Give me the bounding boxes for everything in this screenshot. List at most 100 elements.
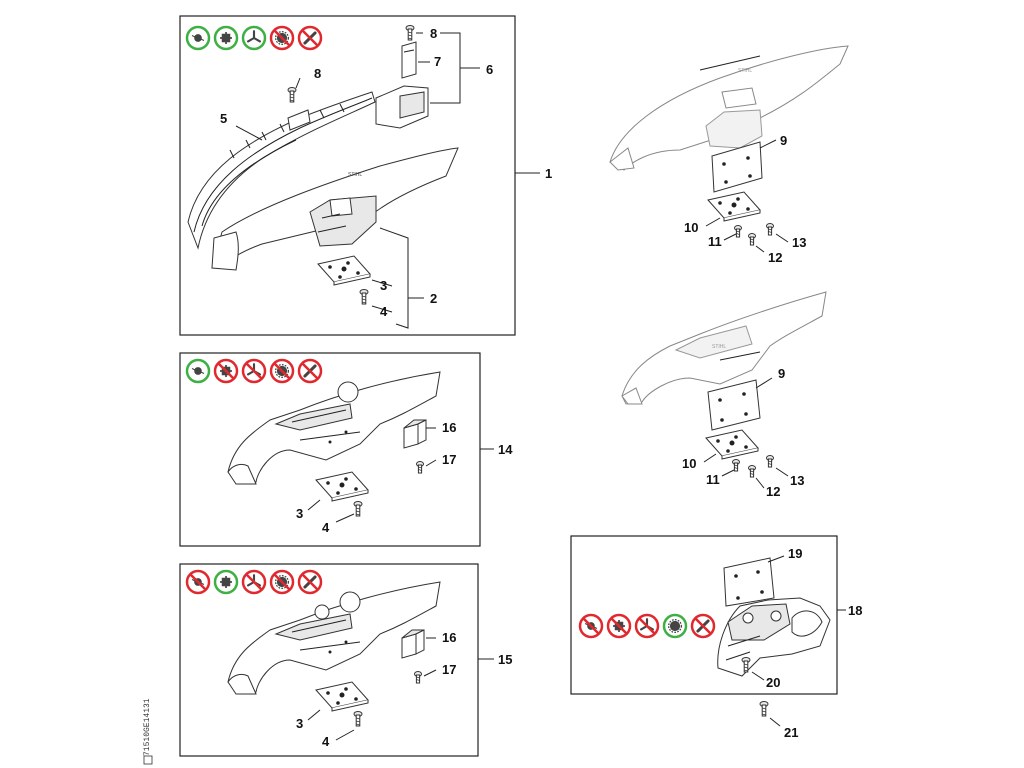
callout-10-upper: 10 — [684, 220, 698, 235]
three-tooth-blade-icon — [241, 358, 267, 384]
metal-blade-icon — [213, 569, 239, 595]
callout-16-box15: 16 — [442, 630, 456, 645]
ghost-guard-upper: STIHL — [609, 45, 849, 171]
metal-blade-icon — [213, 25, 239, 51]
callout-13-lower: 13 — [790, 473, 804, 488]
tool-icon-row-1 — [185, 25, 323, 51]
part-16-bracket-box14 — [403, 419, 427, 449]
mowing-head-icon — [185, 358, 211, 384]
tool-icon-row-15 — [185, 569, 323, 595]
mowing-head-icon — [185, 25, 211, 51]
drawing-code: 71510GE14131 — [143, 698, 152, 756]
mowing-head-icon — [185, 569, 211, 595]
drawing-code-box — [143, 755, 153, 765]
leader-lines-box-15 — [307, 637, 494, 741]
mowing-head-icon — [578, 613, 604, 639]
callout-5: 5 — [220, 111, 227, 126]
tool-icon-row-14 — [185, 358, 323, 384]
callout-8-left: 8 — [314, 66, 321, 81]
part-8-screw-left — [287, 87, 297, 103]
callout-3-box14: 3 — [296, 506, 303, 521]
part-3-plate-box1 — [317, 255, 371, 286]
part-6-bracket — [375, 85, 429, 129]
callout-3-box1: 3 — [380, 278, 387, 293]
callout-12-upper: 12 — [768, 250, 782, 265]
svg-text:STIHL: STIHL — [348, 172, 362, 178]
part-21-screw — [759, 701, 769, 717]
callout-16-box14: 16 — [442, 420, 456, 435]
part-14-guard — [227, 371, 441, 485]
part-4-screw-box14 — [353, 501, 363, 517]
callout-8-top: 8 — [430, 26, 437, 41]
part-13-screw-b — [766, 455, 774, 468]
callout-13-upper: 13 — [792, 235, 806, 250]
part-5-cover-extension — [187, 91, 376, 250]
leader-lines-box-14 — [307, 427, 494, 523]
part-15-guard — [227, 581, 441, 695]
three-tooth-blade-icon — [241, 25, 267, 51]
callout-10-lower: 10 — [682, 456, 696, 471]
callout-4-box14: 4 — [322, 520, 330, 535]
part-16-bracket-box15 — [401, 629, 425, 659]
part-11-screw-b — [732, 459, 740, 472]
callout-11-upper: 11 — [708, 234, 722, 249]
arrow-badge-15 — [339, 591, 361, 613]
callout-18: 18 — [848, 603, 862, 618]
part-3-plate-box15 — [315, 681, 369, 712]
part-11-screw-a — [734, 225, 742, 238]
part-19-plate — [723, 557, 775, 607]
callout-12-lower: 12 — [766, 484, 780, 499]
callout-11-lower: 11 — [706, 472, 720, 487]
callout-19: 19 — [788, 546, 802, 561]
leader-lines-box-18 — [751, 555, 846, 727]
callout-9-upper: 9 — [780, 133, 787, 148]
callout-1: 1 — [545, 166, 552, 181]
callout-9-lower: 9 — [778, 366, 785, 381]
metal-blade-icon — [606, 613, 632, 639]
callout-20: 20 — [766, 675, 780, 690]
part-18-guard — [717, 597, 831, 677]
circular-saw-blade-icon — [662, 613, 688, 639]
circular-saw-blade-icon — [269, 25, 295, 51]
callout-7: 7 — [434, 54, 441, 69]
chisel-tooth-blade-icon — [297, 25, 323, 51]
callout-4-box1: 4 — [380, 304, 388, 319]
callout-21: 21 — [784, 725, 798, 740]
leader-lines-box-1 — [235, 32, 540, 329]
assembly-box-18 — [570, 535, 838, 695]
leader-lines-ghost-b — [703, 377, 789, 489]
part-9-plate-b — [707, 379, 761, 431]
chisel-tooth-blade-icon — [690, 613, 716, 639]
callout-6: 6 — [486, 62, 493, 77]
part-13-screw-a — [766, 223, 774, 236]
chisel-tooth-blade-icon — [297, 358, 323, 384]
chisel-tooth-blade-icon — [297, 569, 323, 595]
part-4-screw-box15 — [353, 711, 363, 727]
circular-saw-blade-icon — [269, 569, 295, 595]
three-tooth-blade-icon — [241, 569, 267, 595]
part-10-plate-b — [705, 429, 759, 460]
tool-icon-row-18 — [578, 613, 716, 639]
three-tooth-blade-icon — [634, 613, 660, 639]
metal-blade-icon — [213, 358, 239, 384]
part-12-screw-b — [748, 465, 756, 478]
callout-4-box15: 4 — [322, 734, 330, 749]
part-4-screw-box1 — [359, 289, 369, 305]
part-12-screw-a — [748, 233, 756, 246]
callout-17-box14: 17 — [442, 452, 456, 467]
ghost-guard-lower: STIHL — [621, 291, 827, 405]
circular-saw-blade-icon — [269, 358, 295, 384]
part-1-guard: STIHL — [211, 147, 459, 271]
callout-15: 15 — [498, 652, 512, 667]
svg-text:STIHL: STIHL — [738, 68, 752, 74]
arrow-badge — [337, 381, 359, 403]
part-7-clip — [401, 41, 417, 79]
callout-2: 2 — [430, 291, 437, 306]
callout-14: 14 — [498, 442, 513, 457]
part-10-plate-a — [707, 191, 761, 222]
assembly-box-15 — [179, 563, 479, 757]
assembly-box-1 — [179, 15, 516, 336]
part-9-plate-a — [711, 141, 763, 193]
leader-lines-ghost-a — [705, 139, 789, 253]
